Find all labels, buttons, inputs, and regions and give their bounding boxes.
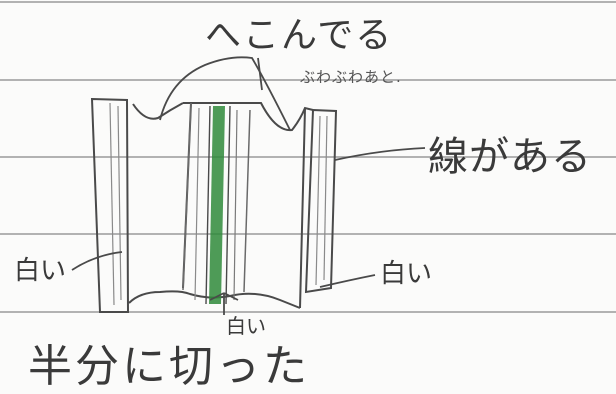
line-label: 線がある xyxy=(428,134,592,180)
dented-label: へこんでる xyxy=(205,15,394,56)
green-stripe xyxy=(194,105,238,305)
white-left-label: 白い xyxy=(14,256,67,286)
right-strip xyxy=(304,108,338,294)
leader-lines xyxy=(71,56,426,315)
white-right-label: 白い xyxy=(380,259,433,289)
soft-note-label: ぶわぶわあと. xyxy=(300,68,402,86)
white-bottom-label: 白い xyxy=(226,314,266,338)
caption-cut-in-half: 半分に切った xyxy=(28,341,310,392)
sketch-canvas xyxy=(0,1,616,315)
center-piece xyxy=(128,102,314,309)
left-strip xyxy=(90,97,130,313)
